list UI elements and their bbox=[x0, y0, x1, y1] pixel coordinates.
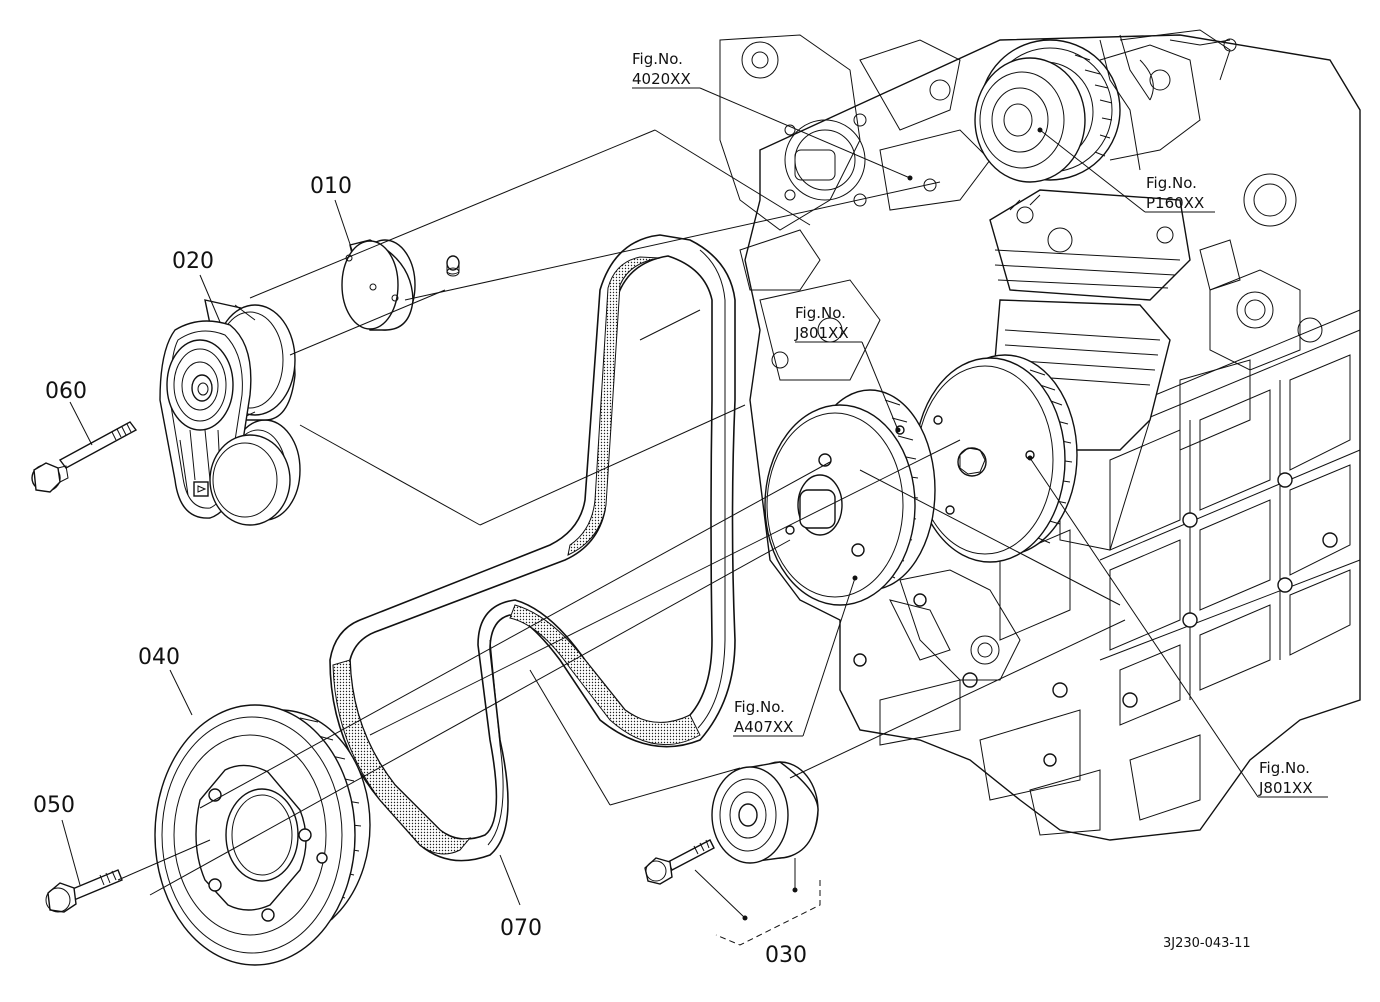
poly-v-belt bbox=[329, 234, 736, 862]
leader-lines bbox=[117, 129, 1126, 946]
figure-reference-labels: Fig.No. 4020XX Fig.No. P160XX Fig.No. J8… bbox=[632, 50, 1313, 797]
tensioner-assembly bbox=[159, 299, 301, 526]
fig-ref-j801-lower-number: J801XX bbox=[1258, 779, 1313, 797]
part-label-060: 060 bbox=[45, 379, 87, 404]
engine-block bbox=[719, 29, 1361, 841]
fig-ref-a407-number: A407XX bbox=[734, 718, 793, 736]
fig-ref-j801-upper-title: Fig.No. bbox=[795, 304, 846, 322]
fig-ref-p160-title: Fig.No. bbox=[1146, 174, 1197, 192]
part-label-010: 010 bbox=[310, 174, 352, 199]
idler-bolt bbox=[644, 839, 715, 885]
tensioner-bolt bbox=[31, 421, 138, 493]
fig-ref-p160-number: P160XX bbox=[1146, 194, 1204, 212]
crank-pulley-bolt bbox=[45, 869, 123, 913]
crankshaft-pulley bbox=[154, 704, 371, 966]
compressor-pulley bbox=[974, 29, 1231, 183]
idler-pulley bbox=[711, 761, 819, 864]
part-label-020: 020 bbox=[172, 249, 214, 274]
fig-ref-j801-upper-number: J801XX bbox=[794, 324, 849, 342]
part-label-040: 040 bbox=[138, 645, 180, 670]
alternator-pulley bbox=[764, 389, 936, 606]
fig-ref-4020-number: 4020XX bbox=[632, 70, 691, 88]
part-label-030: 030 bbox=[765, 943, 807, 968]
crank-side-pulley bbox=[914, 354, 1078, 563]
part-label-050: 050 bbox=[33, 793, 75, 818]
spacer-plate bbox=[341, 239, 460, 331]
callout-leaders bbox=[61, 87, 1328, 906]
fig-ref-j801-lower-title: Fig.No. bbox=[1259, 759, 1310, 777]
part-label-070: 070 bbox=[500, 916, 542, 941]
fig-ref-4020-title: Fig.No. bbox=[632, 50, 683, 68]
fig-ref-a407-title: Fig.No. bbox=[734, 698, 785, 716]
drawing-code: 3J230-043-11 bbox=[1163, 936, 1251, 951]
part-number-labels: 010 020 060 040 050 070 030 bbox=[33, 174, 807, 968]
